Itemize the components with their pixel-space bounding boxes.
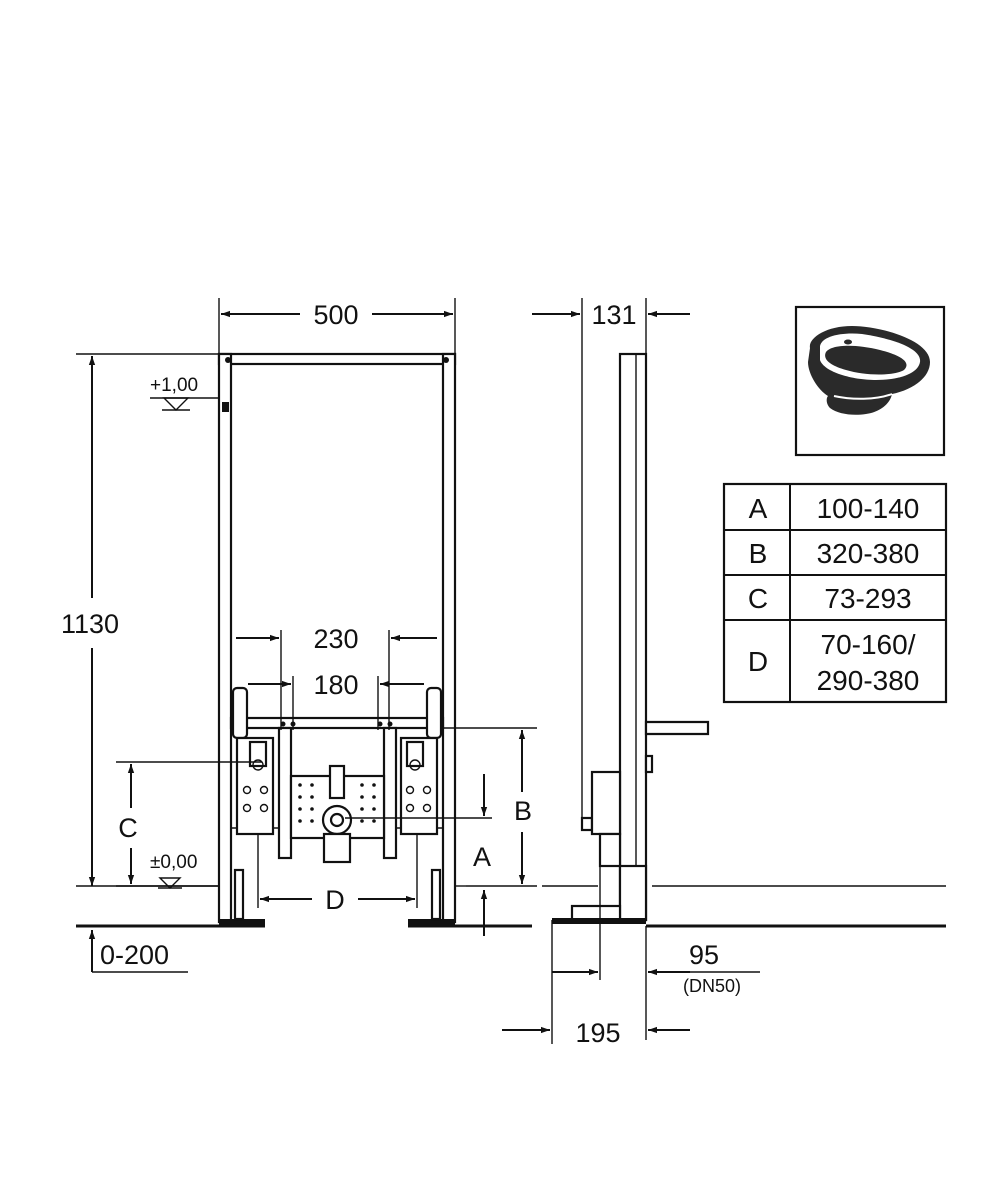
- side-view: 131 95 (DN50): [502, 298, 946, 1048]
- table-row: C 73-293: [748, 583, 912, 614]
- level-zero-marker: ±0,00: [150, 852, 197, 889]
- d-dimension: D: [257, 834, 418, 915]
- spacing-180-dimension: 180: [248, 670, 424, 730]
- table-row: D 70-160/ 290-380: [748, 629, 920, 696]
- table-key: C: [748, 583, 768, 614]
- drain-label: 95: [689, 940, 719, 970]
- bidet-thumbnail: [794, 305, 946, 457]
- table-key: B: [749, 538, 768, 569]
- foot-label: 195: [575, 1018, 620, 1048]
- drain-dimension: 95 (DN50): [552, 866, 760, 1040]
- height-label: 1130: [61, 609, 119, 639]
- table-value: 320-380: [817, 538, 920, 569]
- depth-label: 131: [591, 300, 636, 330]
- a-dimension: A: [345, 774, 492, 936]
- table-value: 73-293: [824, 583, 911, 614]
- plate-perforation: [298, 783, 376, 823]
- bidet-icon: [808, 326, 930, 415]
- table-key: D: [748, 646, 768, 677]
- floor-range-label: 0-200: [100, 940, 169, 970]
- spacing-230-dimension: 230: [236, 624, 437, 730]
- side-frame: [552, 352, 710, 924]
- dimension-table: A 100-140 B 320-380 C 73-293 D 70-160/ 2…: [722, 482, 948, 704]
- level-top-marker: +1,00: [150, 375, 219, 411]
- label-a: A: [473, 842, 491, 872]
- width-dimension: 500: [218, 298, 456, 356]
- label-c: C: [118, 813, 138, 843]
- table-value: 70-160/: [821, 629, 916, 660]
- b-dimension: B: [441, 727, 537, 887]
- height-dimension: 1130: [61, 353, 219, 886]
- width-label: 500: [313, 300, 358, 330]
- foot-dimension: 195: [502, 920, 690, 1048]
- level-zero-label: ±0,00: [150, 852, 197, 873]
- depth-dimension: 131: [532, 298, 690, 830]
- table-row: B 320-380: [749, 538, 920, 569]
- fittings: [231, 686, 443, 864]
- table-value: 100-140: [817, 493, 920, 524]
- table-value: 290-380: [817, 665, 920, 696]
- floor-lines: 0-200: [76, 885, 532, 973]
- label-d: D: [325, 885, 345, 915]
- label-b: B: [514, 796, 532, 826]
- front-view: 500 1130 +1,00: [61, 298, 537, 973]
- table-row: A 100-140: [749, 493, 920, 524]
- table-key: A: [749, 493, 768, 524]
- drain-spec-label: (DN50): [683, 976, 741, 996]
- spacing-inner-label: 180: [313, 670, 358, 700]
- level-top-label: +1,00: [150, 375, 198, 396]
- spacing-outer-label: 230: [313, 624, 358, 654]
